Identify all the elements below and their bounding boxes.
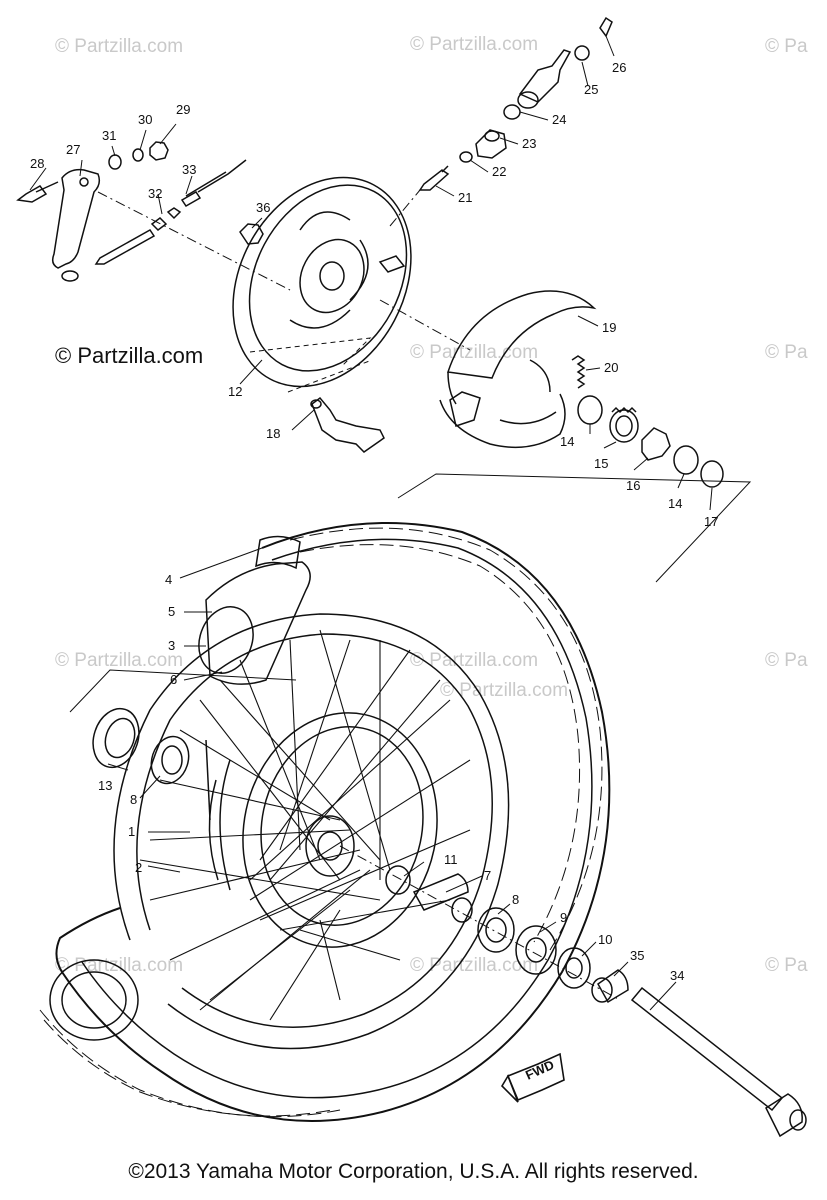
callout-14a: 14 [560, 434, 574, 449]
cam-shaft-18 [287, 359, 385, 453]
parts-diagram: FWD 1 2 3 4 5 6 7 8 8 9 10 11 12 13 14 1… [16, 16, 807, 1138]
callout-18: 18 [266, 426, 280, 441]
watermark-center-lower: © Partzilla.com [410, 650, 539, 671]
leader-lines [29, 35, 713, 1011]
brake-arm-group [16, 141, 291, 291]
callout-27: 27 [66, 142, 80, 157]
callout-36: 36 [256, 200, 270, 215]
watermark-right-edge-3: © Pa [765, 650, 808, 671]
cam-shaft-group [389, 16, 613, 227]
callout-14b: 14 [668, 496, 682, 511]
callout-9: 9 [560, 910, 567, 925]
callout-21: 21 [458, 190, 472, 205]
callout-2: 2 [135, 860, 142, 875]
callout-12: 12 [228, 384, 242, 399]
callout-4: 4 [165, 572, 172, 587]
watermark-right-edge-2: © Pa [765, 342, 808, 363]
callout-30: 30 [138, 112, 152, 127]
callout-34: 34 [670, 968, 684, 983]
callout-35: 35 [630, 948, 644, 963]
callout-3: 3 [168, 638, 175, 653]
watermark-right-edge-4: © Pa [765, 955, 808, 976]
callout-15: 15 [594, 456, 608, 471]
watermark-top-center: © Partzilla.com [410, 34, 539, 55]
callout-33: 33 [182, 162, 196, 177]
brake-shoe [379, 290, 597, 449]
watermark-right-edge-1: © Pa [765, 36, 808, 57]
callout-22: 22 [492, 164, 506, 179]
watermark-side-label: © Partzilla.com [55, 343, 204, 368]
spokes [139, 629, 471, 1021]
watermark-mid-center: © Partzilla.com [410, 342, 539, 363]
callout-numbers: 1 2 3 4 5 6 7 8 8 9 10 11 12 13 14 14 15… [30, 60, 718, 983]
callout-8b: 8 [512, 892, 519, 907]
hub-small-parts [397, 395, 752, 583]
callout-6: 6 [170, 672, 177, 687]
callout-26: 26 [612, 60, 626, 75]
watermark-top-left: © Partzilla.com [55, 36, 184, 57]
hub [208, 712, 438, 948]
callout-24: 24 [552, 112, 566, 127]
callout-7: 7 [484, 868, 491, 883]
callout-5: 5 [168, 604, 175, 619]
callout-11: 11 [444, 852, 458, 867]
callout-23: 23 [522, 136, 536, 151]
fwd-arrow [500, 1052, 565, 1103]
callout-29: 29 [176, 102, 190, 117]
callout-10: 10 [598, 932, 612, 947]
wheel-assembly [39, 522, 611, 1122]
fwd-label: FWD [523, 1057, 556, 1083]
callout-8a: 8 [130, 792, 137, 807]
callout-16: 16 [626, 478, 640, 493]
brake-plate [232, 176, 412, 388]
callout-31: 31 [102, 128, 116, 143]
callout-32: 32 [148, 186, 162, 201]
left-bearings [69, 669, 297, 821]
copyright-footer: ©2013 Yamaha Motor Corporation, U.S.A. A… [128, 1160, 699, 1183]
callout-13: 13 [98, 778, 112, 793]
callout-1: 1 [128, 824, 135, 839]
axle-group [339, 845, 807, 1138]
callout-20: 20 [604, 360, 618, 375]
callout-19: 19 [602, 320, 616, 335]
watermark-middle: © Partzilla.com [440, 680, 569, 701]
watermark-mid-left: © Partzilla.com [55, 650, 184, 671]
callout-17: 17 [704, 514, 718, 529]
callout-25: 25 [584, 82, 598, 97]
callout-28: 28 [30, 156, 44, 171]
watermark-bottom-center: © Partzilla.com [410, 955, 539, 976]
